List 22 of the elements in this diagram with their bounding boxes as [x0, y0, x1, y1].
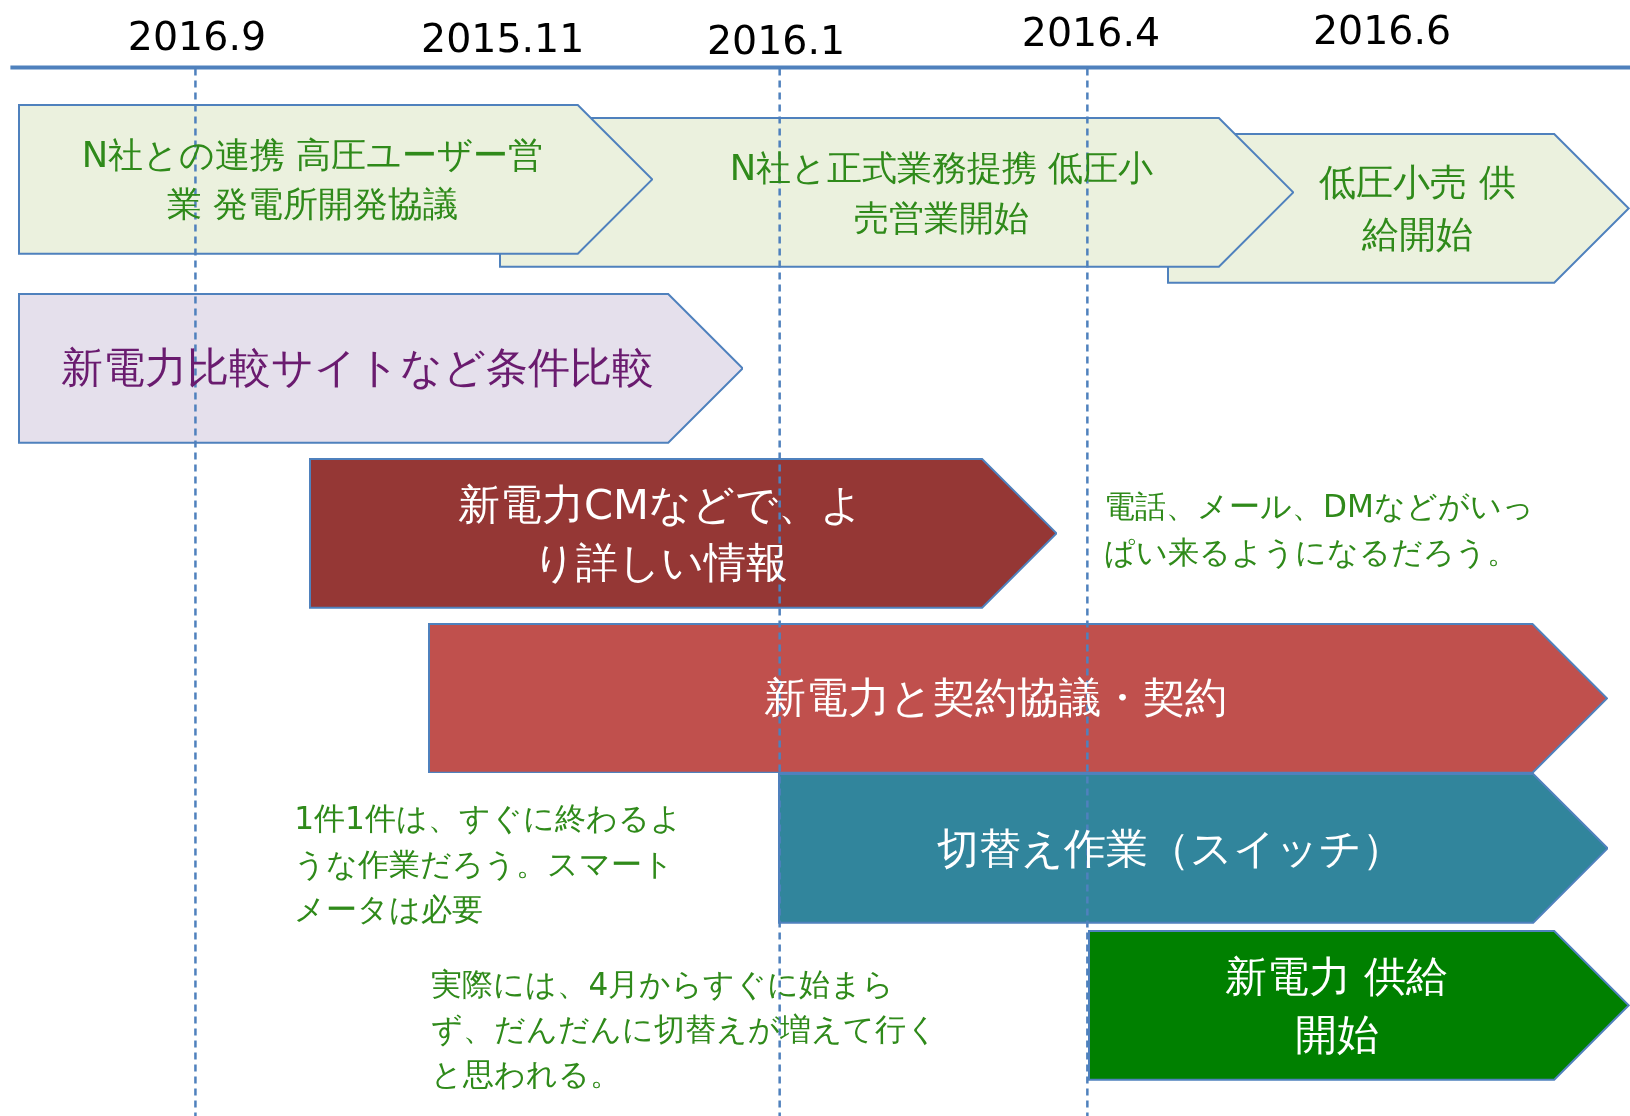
note-text: 電話、メール、DMなどがいっぱい来るようになるだろう。	[1104, 487, 1535, 572]
arrow-shape	[17, 293, 744, 444]
arrow-label: N社との連携 高圧ユーザー営業 発電所開発協議	[80, 132, 545, 227]
date-label: 2016.4	[1021, 8, 1161, 58]
date-label: 2016.1	[706, 16, 846, 66]
arrow-label: 新電力 供給開始	[1223, 950, 1450, 1061]
date-label: 2015.11	[421, 14, 585, 64]
arrow-label: 新電力CMなどで、より詳しい情報	[456, 478, 864, 589]
date-label: 2016.6	[1312, 6, 1452, 56]
note-text: 1件1件は、すぐに終わるような作業だろう。スマートメータは必要	[294, 799, 683, 929]
arrow-shape	[308, 458, 1058, 610]
arrow-shape	[1088, 930, 1630, 1082]
note-text: 実際には、4月からすぐに始まらず、だんだんに切替えが増えて行くと思われる。	[431, 964, 940, 1094]
arrow-label: 切替え作業（スイッチ）	[936, 822, 1404, 875]
arrow-label: 低圧小売 供給開始	[1318, 159, 1518, 259]
arrow-shape	[17, 103, 653, 255]
arrow-label: 新電力と契約協議・契約	[764, 671, 1228, 724]
date-label: 2016.9	[127, 12, 267, 62]
arrow-label: 新電力比較サイトなど条件比較	[61, 342, 655, 395]
arrow-shape	[428, 622, 1609, 774]
arrow-shape	[777, 773, 1609, 925]
arrow-label: N社と正式業務提携 低圧小売営業開始	[728, 146, 1155, 240]
